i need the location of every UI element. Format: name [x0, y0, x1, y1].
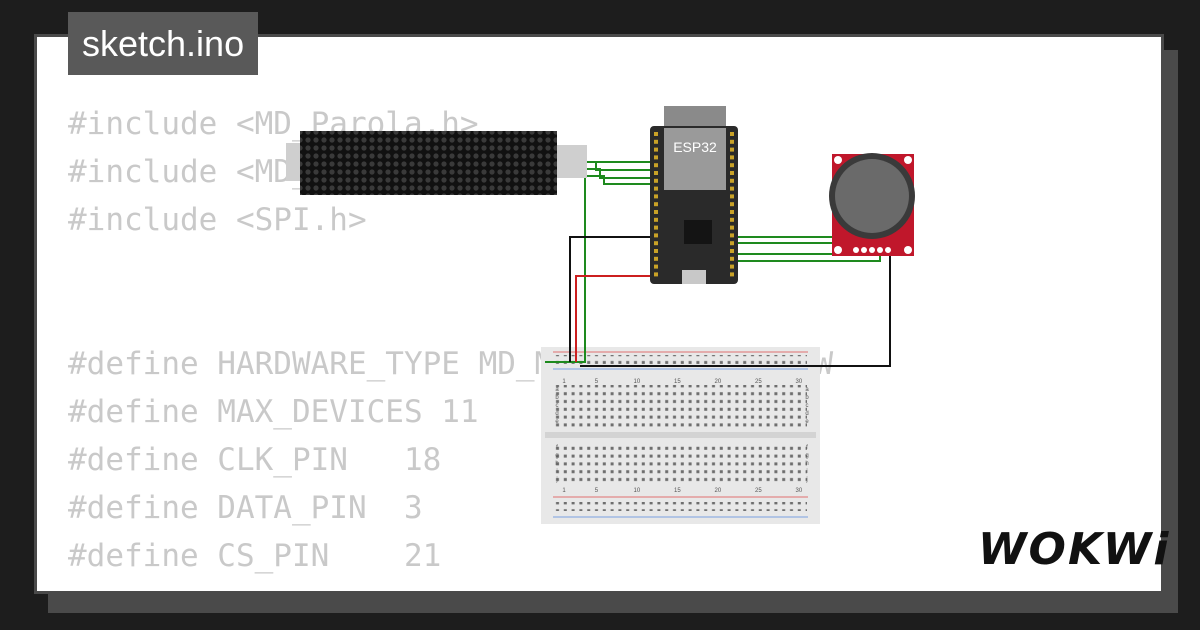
breadboard-row-label: e	[555, 419, 559, 425]
code-line: #define CLK_PIN 18	[68, 442, 442, 478]
breadboard-column-label: 20	[715, 488, 722, 494]
esp32-pin	[654, 178, 658, 183]
esp32-pin	[654, 194, 658, 199]
esp32-pin	[654, 132, 658, 136]
esp32-pin	[654, 210, 658, 214]
esp32-pin	[730, 178, 734, 183]
esp32-pin	[730, 225, 734, 230]
esp32-pin	[730, 163, 734, 168]
esp32-board[interactable]: ESP32	[650, 106, 738, 284]
esp32-pin	[730, 147, 734, 152]
esp32-pin	[654, 147, 658, 152]
esp32-pin	[730, 194, 734, 199]
breadboard-row-label: e	[805, 419, 809, 425]
breadboard-column-label: 1	[562, 379, 566, 385]
esp32-pin	[654, 202, 658, 207]
breadboard-row-label: d	[555, 411, 558, 417]
esp32-pin	[654, 139, 658, 144]
esp32-pin	[730, 155, 734, 160]
wokwi-logo: WOKWi	[978, 524, 1171, 575]
breadboard-column-label: 30	[796, 379, 803, 385]
breadboard-row-label: c	[806, 403, 809, 409]
breadboard-row-label: g	[805, 453, 808, 459]
wire-black	[580, 252, 891, 367]
breadboard-column-label: 20	[715, 379, 722, 385]
breadboard-column-label: 25	[755, 379, 762, 385]
esp32-pin	[730, 132, 734, 136]
breadboard-column-label: 1	[562, 488, 566, 494]
esp32-pin	[654, 233, 658, 238]
breadboard-column-label: 15	[674, 488, 681, 494]
led-matrix[interactable]	[286, 131, 587, 195]
breadboard-column-label: 5	[595, 379, 599, 385]
esp32-pin	[730, 202, 734, 207]
esp32-pin	[730, 171, 734, 175]
esp32-pin	[654, 163, 658, 168]
code-line: #define CS_PIN 21	[68, 538, 442, 574]
breadboard-column-label: 5	[595, 488, 599, 494]
esp32-pin	[654, 249, 658, 253]
esp32-pin	[730, 186, 734, 191]
esp32-pin	[654, 256, 658, 261]
esp32-pin	[654, 217, 658, 222]
breadboard-column-label: 15	[674, 379, 681, 385]
breadboard-row-label: f	[556, 445, 558, 451]
breadboard-column-label: 10	[634, 379, 641, 385]
breadboard-row-label: i	[556, 469, 557, 475]
esp32-pin	[730, 264, 734, 269]
breadboard-row-label: j	[805, 477, 807, 483]
esp32-pin	[654, 272, 658, 277]
code-line: #define DATA_PIN 3	[68, 490, 423, 526]
breadboard-row-label: g	[555, 453, 558, 459]
esp32-pin	[654, 155, 658, 160]
breadboard-row-label: f	[806, 445, 808, 451]
wire-black	[569, 236, 652, 362]
breadboard-column-label: 10	[634, 488, 641, 494]
code-line: #include <SPI.h>	[68, 202, 367, 238]
esp32-pin	[730, 256, 734, 261]
file-tab[interactable]: sketch.ino	[68, 12, 259, 75]
breadboard-row-label: b	[555, 395, 559, 401]
breadboard-row-label: a	[805, 387, 809, 393]
code-line: #define MAX_DEVICES 11	[68, 394, 479, 430]
esp32-pin	[654, 225, 658, 230]
esp32-pin	[654, 241, 658, 246]
breadboard-row-label: h	[805, 461, 808, 467]
esp32-pin	[654, 264, 658, 269]
board-label: ESP32	[673, 139, 717, 155]
breadboard-column-label: 30	[796, 488, 803, 494]
breadboard-row-label: b	[805, 395, 809, 401]
esp32-pin	[730, 139, 734, 144]
joystick-module[interactable]	[829, 153, 915, 256]
breadboard-row-label: h	[555, 461, 558, 467]
wire-red	[575, 275, 652, 362]
esp32-pin	[730, 249, 734, 253]
breadboard-row-label: j	[555, 477, 557, 483]
breadboard-row-label: c	[556, 403, 559, 409]
esp32-pin	[654, 171, 658, 175]
esp32-pin	[730, 217, 734, 222]
breadboard-row-label: a	[555, 387, 559, 393]
esp32-pin	[654, 186, 658, 191]
breadboard-row-label: i	[806, 469, 807, 475]
esp32-pin	[730, 272, 734, 277]
esp32-pin	[730, 210, 734, 214]
breadboard-row-label: d	[805, 411, 808, 417]
esp32-pin	[730, 241, 734, 246]
breadboard-column-label: 25	[755, 488, 762, 494]
esp32-pin	[730, 233, 734, 238]
